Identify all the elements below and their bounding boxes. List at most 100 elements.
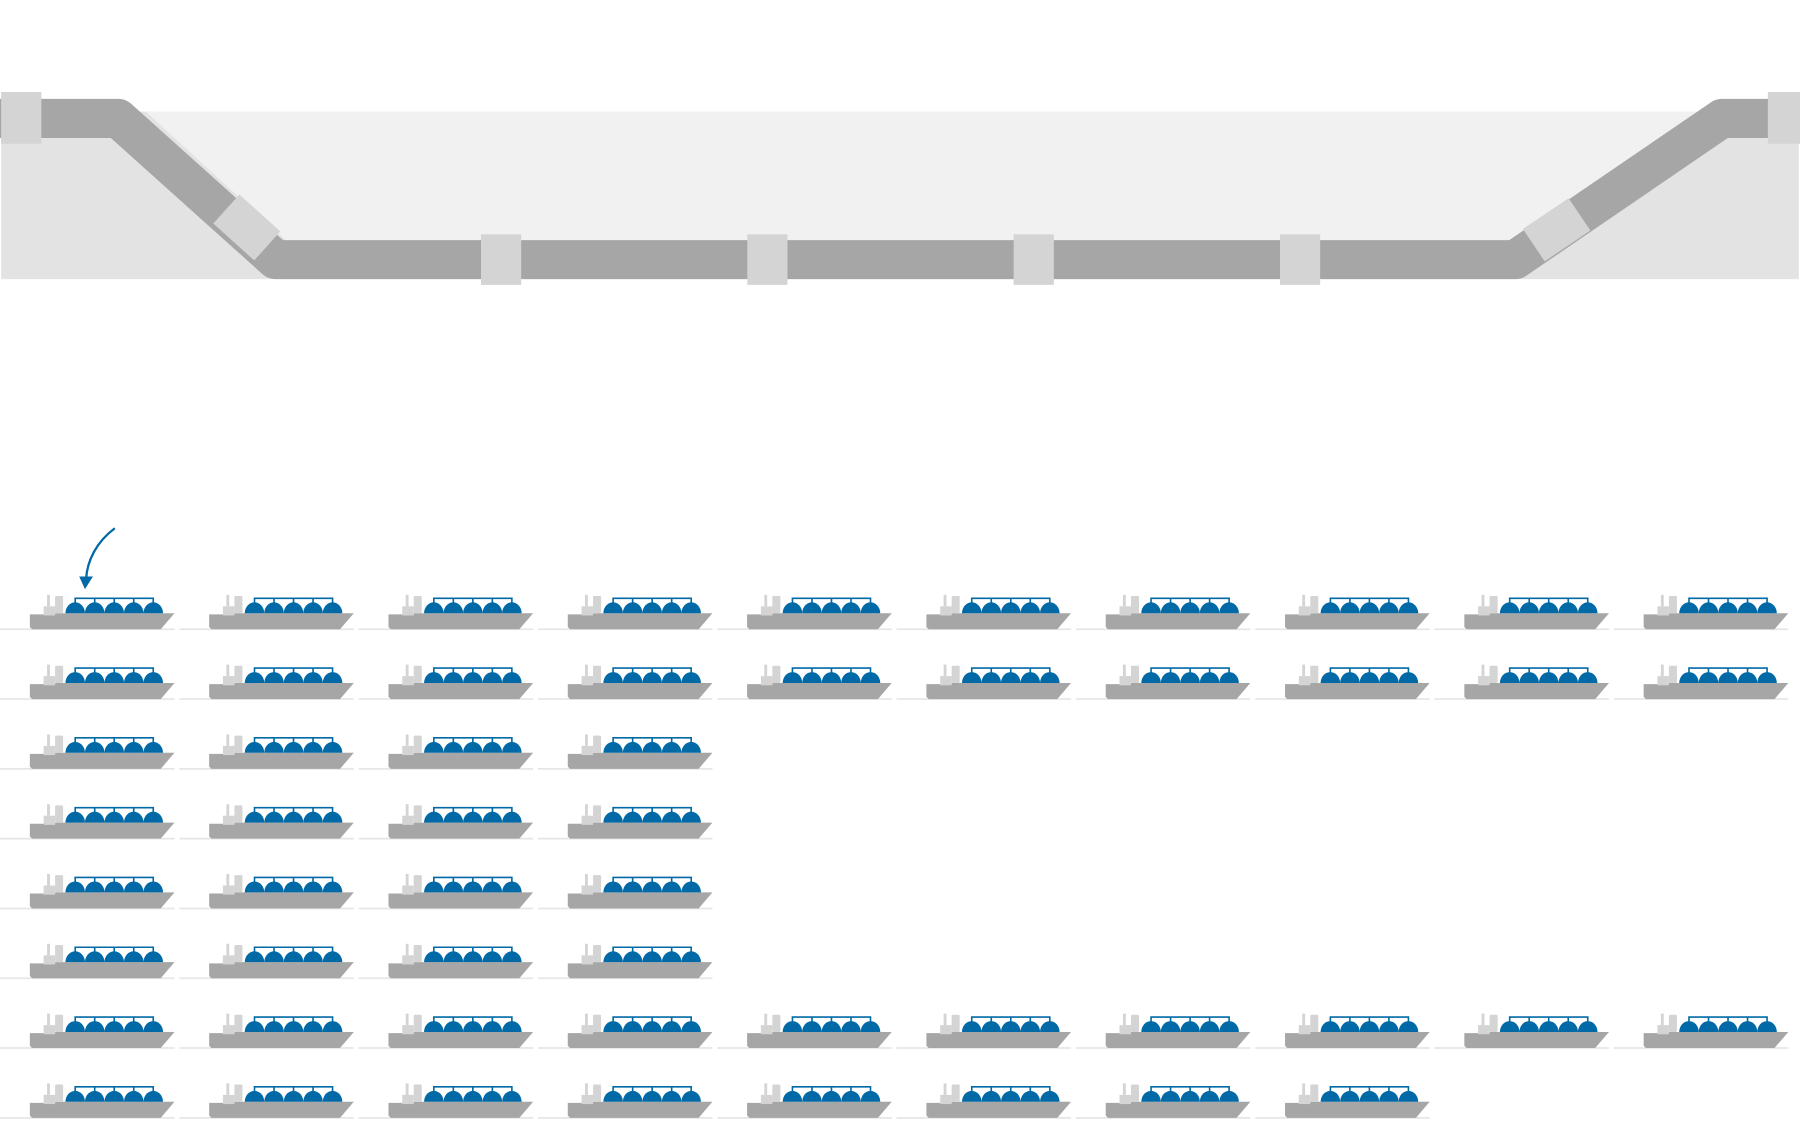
ship-funnel <box>951 665 960 683</box>
ship-bridge <box>43 1094 56 1105</box>
lng-tank <box>1180 1021 1200 1032</box>
lng-tank <box>84 811 105 823</box>
ship-mast <box>47 943 50 956</box>
ship-funnel <box>234 944 243 963</box>
ship-bridge <box>940 676 952 686</box>
ship-bridge <box>1657 676 1669 686</box>
ship-mast <box>1302 594 1306 607</box>
ship-hull <box>1105 1101 1251 1118</box>
lng-tank <box>463 741 483 753</box>
ship-funnel <box>1668 595 1677 614</box>
ship-funnel <box>772 1014 781 1032</box>
lng-ship <box>1255 1013 1430 1049</box>
lng-tank <box>463 602 483 614</box>
ship-mast <box>1122 1013 1126 1026</box>
ship-funnel <box>55 665 64 683</box>
ship-funnel <box>55 595 64 614</box>
lng-tank <box>821 672 842 683</box>
lng-ship <box>1075 594 1251 631</box>
lng-ship <box>358 594 534 631</box>
lng-tank <box>661 602 682 614</box>
ship-mast <box>405 594 409 607</box>
lng-tank <box>802 1090 822 1102</box>
lng-tank <box>981 1090 1002 1102</box>
lng-tank <box>123 672 144 683</box>
lng-tank <box>482 672 503 683</box>
ship-bridge <box>222 815 235 825</box>
lng-ship <box>1075 1083 1251 1119</box>
lng-tank <box>661 951 682 963</box>
ship-hull <box>209 892 354 909</box>
lng-tank <box>1340 672 1360 683</box>
lng-ship <box>0 594 175 631</box>
ship-mast <box>226 734 230 746</box>
lng-ship <box>0 734 175 770</box>
ship-mast <box>1302 1013 1306 1026</box>
lng-ship <box>537 1013 713 1049</box>
ship-bridge <box>940 1094 952 1105</box>
ship-hull <box>1105 1031 1251 1049</box>
ship-bridge <box>581 1025 594 1035</box>
lng-tank <box>1001 672 1021 683</box>
ship-hull <box>1464 1031 1609 1049</box>
tank-piping <box>253 737 334 752</box>
ship-hull <box>1285 613 1430 630</box>
tank-piping <box>970 1086 1051 1101</box>
lng-ship <box>1434 664 1609 700</box>
ship-hull <box>926 682 1072 700</box>
lng-tank <box>84 602 105 614</box>
lng-ship <box>717 664 892 700</box>
ship-bridge <box>581 885 594 895</box>
lng-tank <box>1020 602 1041 614</box>
ship-bridge <box>222 606 235 616</box>
ship-hull <box>29 1101 175 1118</box>
ship-hull <box>388 752 534 769</box>
lng-ship-fleet <box>0 594 1789 1119</box>
ship-mast <box>585 804 588 816</box>
ship-mast <box>47 874 50 886</box>
ship-mast <box>585 874 588 886</box>
lng-ship <box>537 1083 713 1119</box>
ship-hull <box>926 613 1072 630</box>
ship-mast <box>943 1013 947 1026</box>
trench-area <box>145 111 1699 242</box>
tank-piping <box>433 737 513 752</box>
lng-tank <box>84 741 105 753</box>
lng-tank <box>283 602 304 614</box>
lng-tank <box>1001 602 1021 614</box>
ship-mast <box>585 734 588 746</box>
ship-funnel <box>593 595 602 614</box>
lng-tank <box>84 951 105 963</box>
ship-bridge <box>402 885 414 895</box>
ship-hull <box>1643 1031 1789 1049</box>
ship-bridge <box>1478 1025 1490 1035</box>
lng-tank <box>622 951 643 963</box>
lng-ship <box>358 1083 534 1119</box>
lng-tank <box>622 1021 643 1032</box>
ship-hull <box>29 682 175 700</box>
lng-tank <box>104 672 124 683</box>
lng-tank <box>104 951 124 963</box>
ship-mast <box>585 1083 588 1095</box>
tank-piping <box>1150 667 1230 682</box>
ship-mast <box>1660 594 1664 607</box>
tank-piping <box>612 876 692 892</box>
lng-tank <box>1379 672 1399 683</box>
ship-funnel <box>1130 665 1140 683</box>
ship-bridge <box>1119 1025 1131 1035</box>
lng-tank <box>104 602 124 614</box>
lng-ship <box>0 664 175 700</box>
ship-hull <box>388 1101 534 1118</box>
lng-tank <box>443 672 464 683</box>
ship-funnel <box>234 805 243 823</box>
lng-tank <box>802 602 822 614</box>
ship-funnel <box>1489 595 1498 614</box>
ship-hull <box>567 962 713 979</box>
ship-mast <box>226 804 230 816</box>
tank-piping <box>791 1086 872 1101</box>
ship-mast <box>405 943 409 956</box>
ship-bridge <box>43 815 56 825</box>
lng-tank <box>303 741 323 753</box>
tank-piping <box>1508 597 1589 613</box>
